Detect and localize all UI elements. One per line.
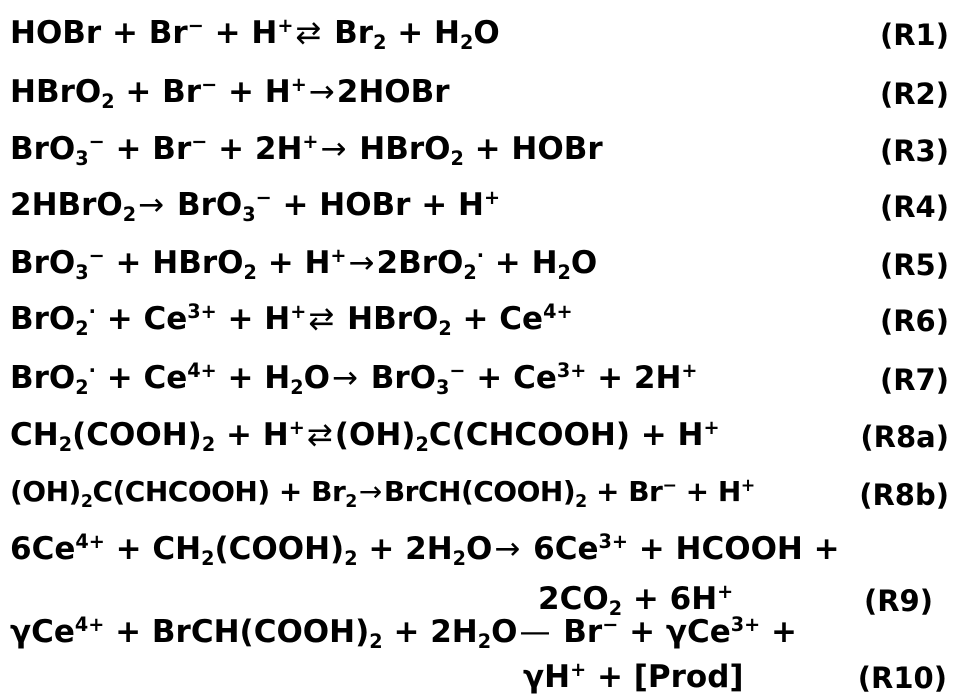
- reaction-label: (R3): [879, 134, 949, 168]
- reaction-label: (R10): [857, 661, 947, 695]
- reaction-equation-r6: BrO2· + Ce3+ + H+⇄ HBrO2 + Ce4+: [10, 300, 573, 341]
- forward-arrow-icon: →: [348, 245, 375, 281]
- reaction-equation-r8b: (OH)2C(CHCOOH) + Br2→BrCH(COOH)2 + Br− +…: [10, 475, 755, 512]
- reaction-equation-r1: HOBr + Br− + H+⇄ Br2 + H2O: [10, 14, 500, 55]
- reaction-equation-r9-continuation: 2CO2 + 6H+: [538, 580, 734, 621]
- reaction-label: (R5): [879, 248, 949, 282]
- forward-arrow-icon: →: [358, 475, 382, 508]
- forward-arrow-icon: →: [494, 531, 521, 567]
- reaction-label: (R4): [879, 190, 949, 224]
- reaction-equation-r10-continuation: γH+ + [Prod]: [523, 658, 744, 695]
- reaction-equation-r8a: CH2(COOH)2 + H+⇄(OH)2C(CHCOOH) + H+: [10, 416, 720, 457]
- reaction-label: (R2): [879, 77, 949, 111]
- reaction-equation-r7: BrO2· + Ce4+ + H2O→ BrO3− + Ce3+ + 2H+: [10, 359, 698, 400]
- reaction-equation-r3: BrO3− + Br− + 2H+→ HBrO2 + HOBr: [10, 130, 603, 171]
- reaction-equation-r5: BrO3− + HBrO2 + H+→2BrO2· + H2O: [10, 244, 598, 285]
- forward-arrow-icon: →: [332, 360, 358, 396]
- forward-arrow-icon: →: [308, 74, 335, 110]
- reaction-equation-r2: HBrO2 + Br− + H+→2HOBr: [10, 73, 450, 114]
- reaction-label: (R8a): [860, 420, 949, 454]
- equilibrium-arrow-icon: ⇄: [308, 301, 335, 337]
- forward-arrow-icon: →: [320, 131, 347, 167]
- forward-arrow-icon: —: [519, 614, 551, 650]
- reaction-label: (R7): [879, 363, 949, 397]
- reaction-label: (R8b): [859, 478, 949, 512]
- equilibrium-arrow-icon: ⇄: [295, 15, 322, 51]
- reaction-equation-r9: 6Ce4+ + CH2(COOH)2 + 2H2O→ 6Ce3+ + HCOOH…: [10, 530, 840, 571]
- reaction-label: (R9): [863, 584, 933, 618]
- reaction-equation-r10: γCe4+ + BrCH(COOH)2 + 2H2O— Br− + γCe3+ …: [10, 613, 797, 654]
- reaction-equation-r4: 2HBrO2→ BrO3− + HOBr + H+: [10, 186, 501, 227]
- reaction-label: (R1): [879, 18, 949, 52]
- equilibrium-arrow-icon: ⇄: [306, 417, 333, 453]
- forward-arrow-icon: →: [138, 187, 165, 223]
- reaction-label: (R6): [879, 304, 949, 338]
